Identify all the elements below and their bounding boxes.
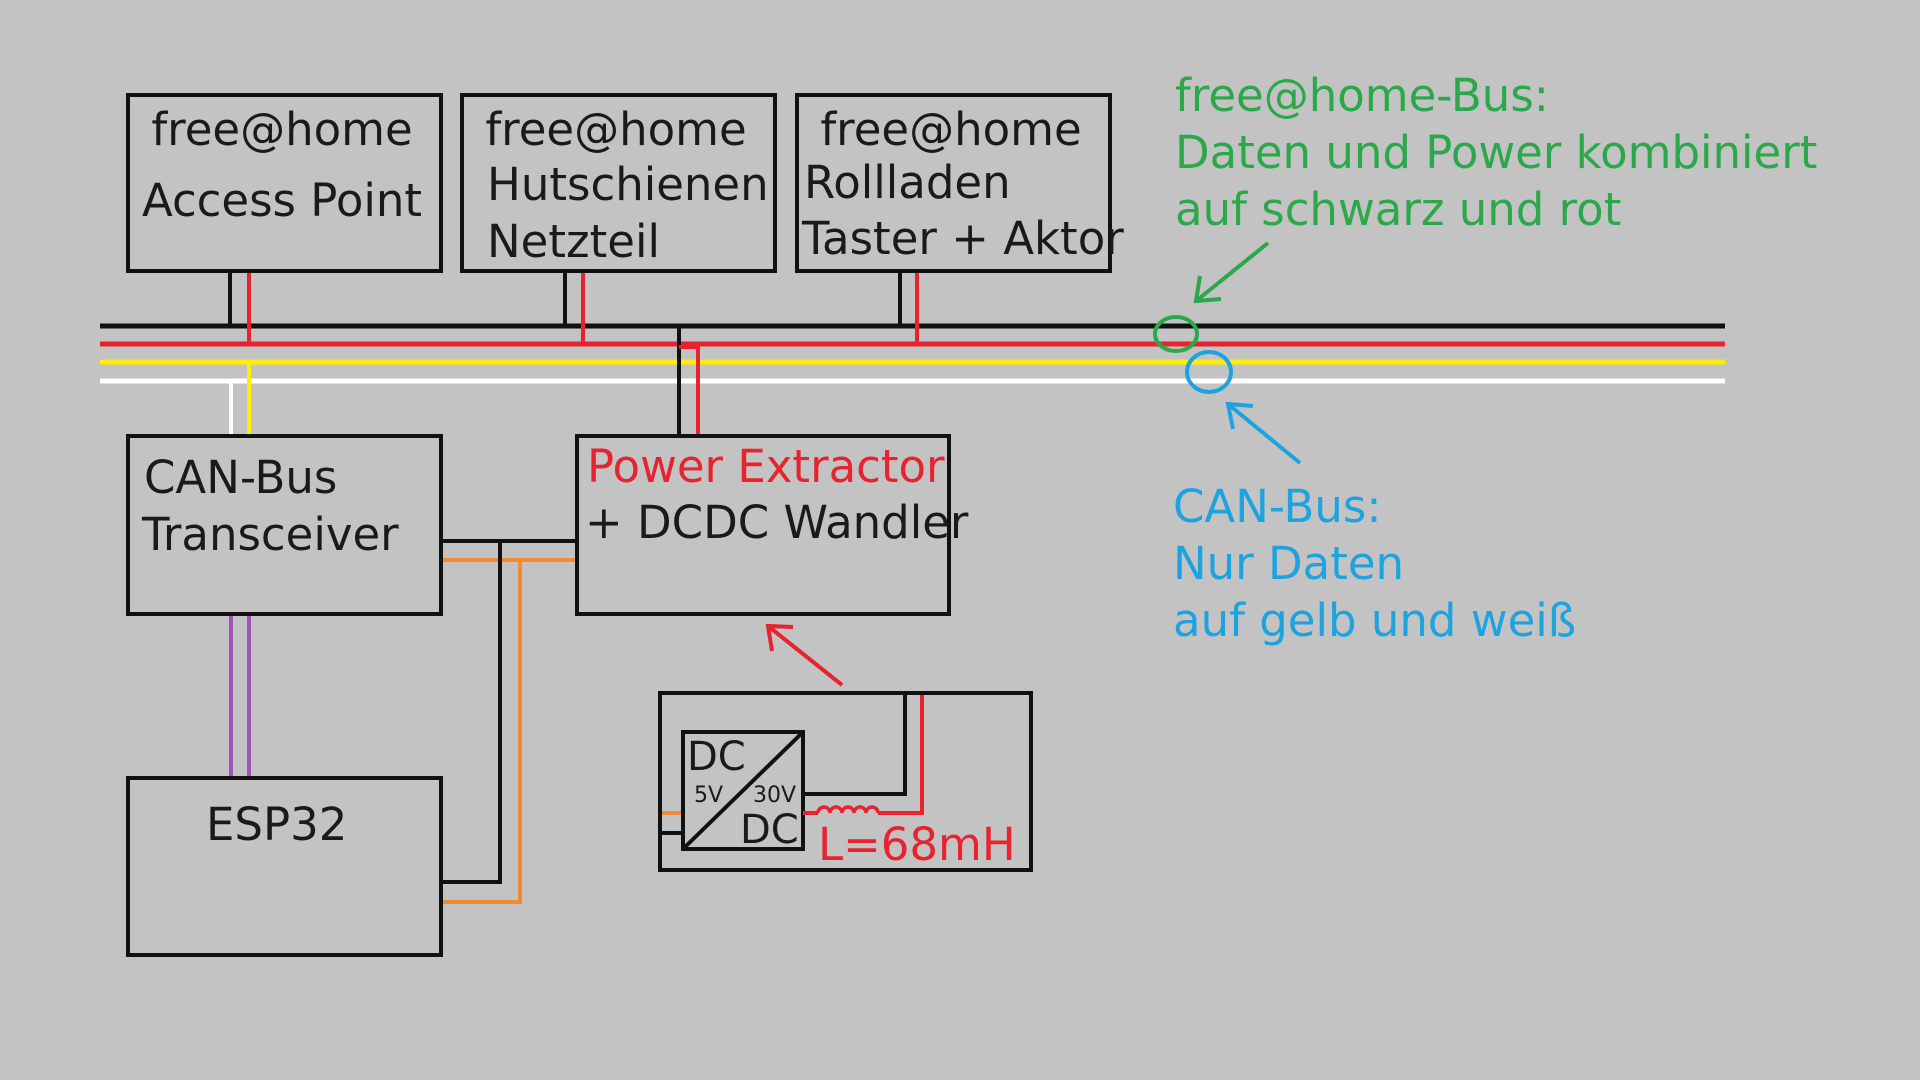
nt-label-line3: Netzteil bbox=[487, 215, 660, 268]
esp32-label: ESP32 bbox=[206, 798, 347, 851]
box-netzteil: free@home Hutschienen Netzteil bbox=[460, 93, 777, 273]
nt-label-line2: Hutschienen bbox=[487, 158, 769, 211]
dcdc-label-vin: 5V bbox=[694, 783, 723, 808]
dcdc-converter-diagonal bbox=[683, 732, 803, 849]
can-bus-title: CAN-Bus: bbox=[1173, 480, 1382, 533]
dcdc-label-dc-top: DC bbox=[687, 734, 746, 780]
dcdc-output-black bbox=[803, 695, 907, 796]
box-access-point: free@home Access Point bbox=[126, 93, 443, 273]
box-dcdc-detail: DC DC 5V 30V L=68mH bbox=[658, 691, 1033, 872]
vcc-wire-to-esp32 bbox=[441, 560, 522, 904]
box-power-extractor: Power Extractor + DCDC Wandler bbox=[575, 434, 969, 616]
dcdc-label-dc-bottom: DC bbox=[740, 807, 799, 853]
can-bus-desc-line2: auf gelb und weiß bbox=[1173, 594, 1576, 647]
power-extractor-wires bbox=[677, 326, 700, 436]
pe-red-drop bbox=[679, 345, 700, 436]
data-wiring bbox=[229, 614, 251, 778]
pe-label-line1: Power Extractor bbox=[587, 440, 945, 493]
box-esp32: ESP32 bbox=[126, 776, 443, 957]
fah-bus-arrowhead bbox=[1193, 275, 1222, 304]
bus-lines bbox=[100, 323, 1725, 384]
can-drop-wires bbox=[229, 362, 251, 436]
can-bus-desc-line1: Nur Daten bbox=[1173, 537, 1404, 590]
detail-arrow bbox=[765, 623, 844, 687]
fah-bus-title: free@home-Bus: bbox=[1175, 69, 1549, 122]
box-rollladen: free@home Rollladen Taster + Aktor bbox=[795, 93, 1124, 273]
trx-label-line2: Transceiver bbox=[141, 508, 399, 561]
dcdc-output-red-b bbox=[878, 695, 924, 815]
fah-bus-highlight-circle bbox=[1153, 315, 1199, 353]
can-bus-highlight-circle bbox=[1185, 350, 1233, 394]
dcdc-label-vout: 30V bbox=[753, 783, 796, 808]
fah-bus-desc-line1: Daten und Power kombiniert bbox=[1175, 126, 1817, 179]
device-drop-wires bbox=[228, 271, 919, 344]
power-wiring bbox=[441, 539, 577, 904]
rl-label-line3: Taster + Aktor bbox=[801, 212, 1124, 265]
trx-label-line1: CAN-Bus bbox=[144, 451, 337, 504]
dcdc-converter-symbol bbox=[681, 730, 805, 851]
gnd-wire-to-esp32 bbox=[441, 541, 502, 884]
ap-label-line2: Access Point bbox=[142, 174, 422, 227]
rl-label-line2: Rollladen bbox=[804, 156, 1011, 209]
box-can-transceiver: CAN-Bus Transceiver bbox=[126, 434, 443, 616]
can-bus-arrowhead bbox=[1225, 401, 1254, 430]
ap-label-line1: free@home bbox=[151, 103, 412, 156]
can-bus-arrow bbox=[1226, 402, 1302, 465]
inductor-label: L=68mH bbox=[818, 818, 1016, 871]
annotation-can-bus: CAN-Bus: Nur Daten auf gelb und weiß bbox=[1173, 350, 1576, 647]
inductor-coil-symbol bbox=[816, 805, 880, 814]
nt-label-line1: free@home bbox=[485, 103, 746, 156]
rl-label-line1: free@home bbox=[820, 103, 1081, 156]
fah-bus-arrow bbox=[1194, 241, 1270, 303]
annotation-fah-bus: free@home-Bus: Daten und Power kombinier… bbox=[1153, 69, 1817, 353]
pe-label-line2: + DCDC Wandler bbox=[585, 496, 969, 549]
fah-bus-desc-line2: auf schwarz und rot bbox=[1175, 183, 1621, 236]
